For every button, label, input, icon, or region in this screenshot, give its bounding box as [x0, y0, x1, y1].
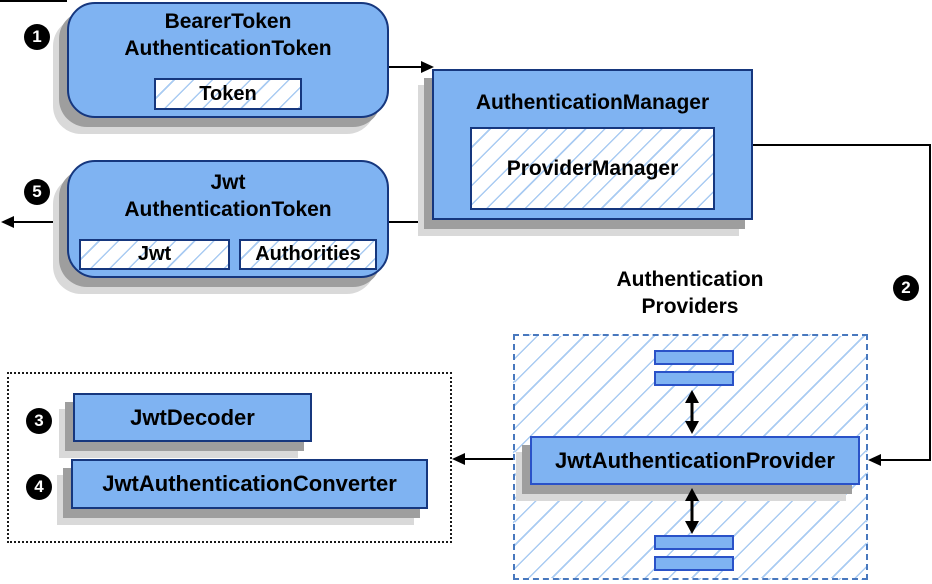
arrowhead-left-icon [868, 454, 881, 466]
arrowhead-down-icon [685, 521, 699, 534]
authentication-providers-label-line1: Authentication [616, 268, 764, 291]
bearer-token-authentication-token-box: BearerToken AuthenticationToken Token [67, 2, 389, 118]
outgoing-result-line [12, 221, 67, 223]
authorities-chip: Authorities [239, 239, 377, 270]
double-arrow-line [690, 497, 694, 525]
jwt-authentication-token-box: Jwt AuthenticationToken Jwt Authorities [67, 160, 389, 278]
arrowhead-up-icon [685, 488, 699, 501]
jwt-box-title-line2: AuthenticationToken [124, 198, 332, 221]
authentication-manager-title: AuthenticationManager [475, 91, 710, 114]
provider-stub-bar [654, 350, 734, 365]
provider-stub-bar [654, 535, 734, 550]
provider-to-resolvers-line [464, 458, 513, 460]
double-arrow-up-icon [682, 390, 702, 434]
jwt-box-title-line1: Jwt [210, 171, 246, 194]
step-badge-5: 5 [24, 179, 50, 205]
jwt-authentication-converter-box: JwtAuthenticationConverter [71, 459, 428, 509]
authentication-manager-box: AuthenticationManager ProviderManager [432, 69, 753, 220]
authentication-providers-group: JwtAuthenticationProvider [513, 334, 868, 580]
step2-bottom-line [881, 459, 931, 461]
provider-stub-bar [654, 371, 734, 386]
authentication-providers-label: Authentication Providers [565, 266, 815, 320]
arrowhead-right-icon [421, 61, 434, 73]
step-badge-2: 2 [893, 275, 919, 301]
step2-vertical-line [929, 144, 931, 461]
incoming-request-line [0, 0, 67, 2]
jwt-resolvers-group [7, 372, 452, 543]
arrowhead-down-icon [685, 421, 699, 434]
bearer-to-manager-line [389, 66, 422, 68]
manager-to-jwt-line [389, 221, 432, 223]
authentication-providers-label-line2: Providers [641, 295, 739, 318]
arrowhead-up-icon [685, 390, 699, 403]
step-badge-1: 1 [24, 24, 50, 50]
arrowhead-left-icon [1, 216, 14, 228]
step2-top-line [753, 144, 931, 146]
bearer-box-title-line1: BearerToken [164, 10, 292, 33]
step-badge-4: 4 [26, 474, 52, 500]
token-chip: Token [154, 78, 302, 110]
double-arrow-line [690, 399, 694, 425]
jwt-decoder-box: JwtDecoder [73, 393, 312, 442]
double-arrow-down-icon [682, 488, 702, 534]
provider-stub-bar [654, 556, 734, 571]
jwt-authentication-provider-box: JwtAuthenticationProvider [530, 436, 860, 485]
step-badge-3: 3 [26, 408, 52, 434]
bearer-box-title-line2: AuthenticationToken [124, 37, 332, 60]
jwt-chip: Jwt [79, 239, 230, 270]
provider-manager-chip: ProviderManager [470, 127, 715, 210]
arrowhead-left-icon [452, 453, 465, 465]
